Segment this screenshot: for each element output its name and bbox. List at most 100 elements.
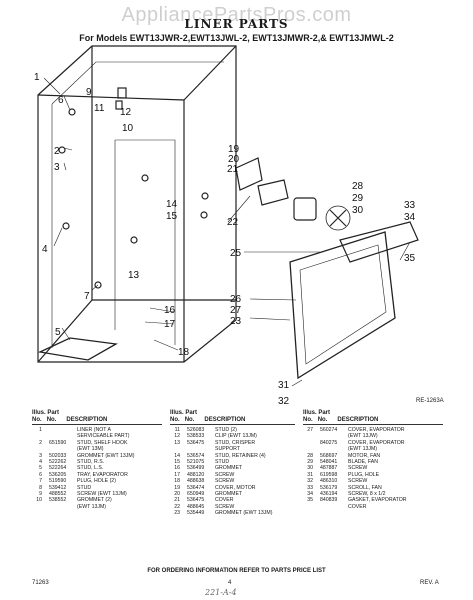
callout-30: 30 [352,205,364,216]
cell-desc: (EWT 13JW) [348,433,378,440]
callout-4: 4 [42,244,48,255]
callout-13: 13 [128,270,140,281]
callout-3: 3 [54,162,60,173]
cell-desc: COVER [215,497,234,504]
cell-pn: 519590 [49,478,67,485]
table-row: (EWT 13M) [32,446,162,452]
cell-pn: 536499 [187,465,205,472]
cell-no: 28 [307,452,313,459]
table-row: 18 488638 SCREW [170,478,295,484]
cell-no: 29 [307,459,313,466]
cell-pn: 526083 [187,427,205,433]
callout-11: 11 [94,103,105,114]
cell-no: 7 [39,478,42,485]
exploded-parts-diagram: 1 9 11 6 12 10 2 3 4 7 5 13 14 15 16 17 … [34,45,419,407]
cell-pn: 651590 [49,439,67,446]
callout-16: 16 [164,305,176,316]
cell-desc: MOTOR, FAN [348,452,381,459]
cell-desc: STUD, RETAINER (4) [215,452,266,459]
cell-no: 4 [39,459,42,466]
cell-pn: 436194 [320,491,338,498]
cell-no: 3 [39,452,42,459]
cell-desc: SUPPORT [215,446,240,453]
cell-pn: 548041 [320,459,338,466]
callout-10: 10 [122,123,134,134]
cell-no: 12 [174,433,180,440]
cell-pn: 536574 [187,452,205,459]
reference-code: RE-1263A [416,398,444,404]
cell-desc: TRAY, EVAPORATOR [77,471,128,478]
table-header: Illus. Part No. No. DESCRIPTION [170,410,246,423]
cell-desc: GROMMET (2) [77,497,112,504]
cell-no: 1 [39,427,42,433]
cell-desc: GROMMET (EWT 13JM) [77,452,135,459]
callout-25: 25 [230,248,242,259]
cell-no: 9 [39,491,42,498]
cell-desc: SCREW [215,478,235,485]
table-row: (EWT 13JM) [303,446,443,452]
cell-desc: (EWT 13JM) [77,503,107,510]
cell-desc: STUD, R.S. [77,459,105,466]
cell-no: 20 [174,491,180,498]
cell-pn: 536205 [49,471,67,478]
cell-pn: 840839 [320,497,338,504]
cell-no: 14 [174,452,180,459]
callout-35: 35 [404,253,416,264]
cell-desc: SCREW, 8 x 1/2 [348,491,386,498]
callout-7: 7 [84,291,90,302]
cell-desc: (EWT 13JM) [348,446,378,453]
cell-pn: 560274 [320,427,338,433]
cell-desc: SCREW [348,478,368,485]
cell-no: 10 [36,497,42,504]
cell-desc: STUD (2) [215,427,237,433]
callout-23: 23 [230,316,242,327]
table-row: COVER [303,504,443,510]
cell-no: 19 [174,484,180,491]
callout-5: 5 [55,327,61,338]
cell-desc: GROMMET [215,491,243,498]
callout-22: 22 [227,217,239,228]
callout-6: 6 [58,95,64,106]
cell-pn: 538533 [187,433,205,440]
cell-desc: STUD [215,459,230,466]
cell-pn: 536179 [320,484,338,491]
evaporator-cover [289,231,396,380]
callout-26: 26 [230,294,242,305]
callout-14: 14 [166,199,178,210]
cell-desc: LINER (NOT A [77,427,111,433]
cell-no: 16 [174,465,180,472]
cell-no: 22 [174,503,180,510]
table-header: Illus. Part No. No. DESCRIPTION [303,410,379,423]
handwritten-note: 221-A-4 [205,588,237,597]
cell-no: 18 [174,478,180,485]
evaporator-tray [37,337,119,361]
cell-pn: 840275 [320,439,338,446]
cell-desc: (EWT 13M) [77,446,104,453]
callout-34: 34 [404,212,416,223]
callout-27: 27 [230,305,242,316]
cell-pn: 488638 [187,478,205,485]
callout-17: 17 [164,319,176,330]
cell-desc: STUD [77,484,92,491]
cell-pn: 536475 [187,439,205,446]
cell-pn: 538552 [49,497,67,504]
fan-scroll [339,221,419,263]
callout-21: 21 [227,164,239,175]
table-row: (EWT 13JW) [303,433,443,439]
cell-no: 5 [39,465,42,472]
models-subtitle: For Models EWT13JWR-2,EWT13JWL-2, EWT13J… [79,33,394,43]
